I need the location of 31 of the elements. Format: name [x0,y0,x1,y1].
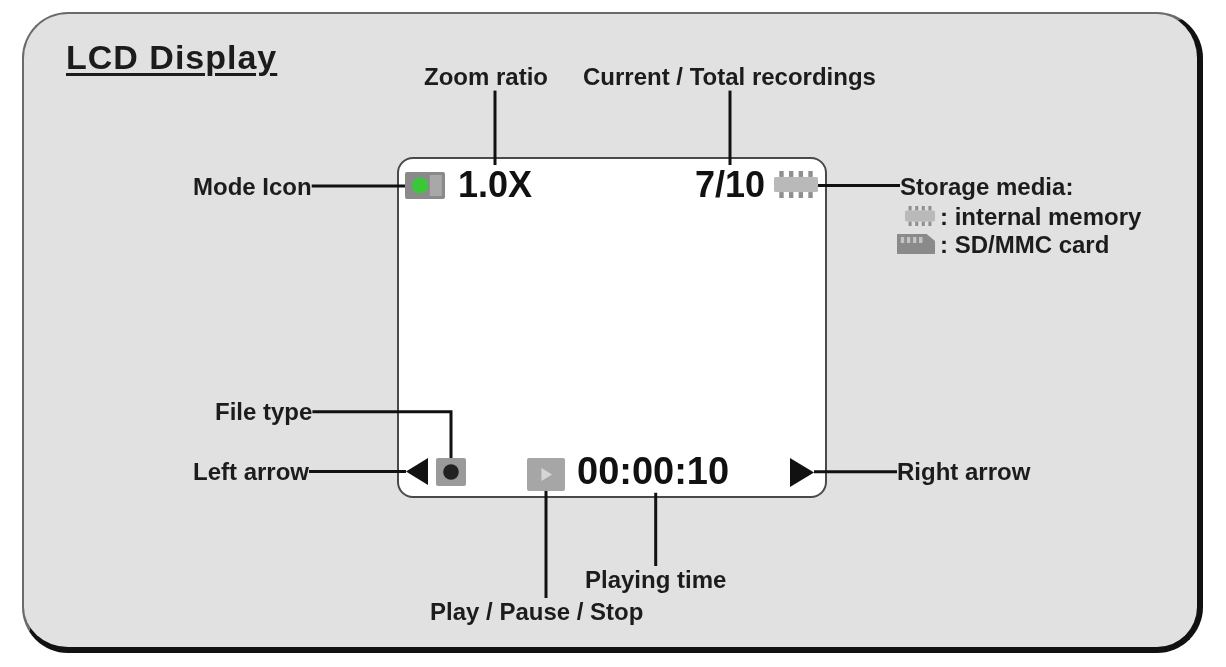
display-readout: 1.0X [458,165,533,205]
display-readout: 7/10 [695,165,766,205]
callout-label: Current / Total recordings [583,63,876,91]
indicator-icon [405,172,445,199]
callout-label: Zoom ratio [424,63,548,91]
leader-line [818,184,900,187]
leader-line [309,470,406,473]
callout-label: Play / Pause / Stop [430,598,644,626]
callout-label: Playing time [585,566,727,594]
leader-line [544,491,548,598]
leader-line [493,90,497,165]
callout-label: Storage media: [900,173,1074,201]
callout-label: Right arrow [897,458,1031,486]
leader-line [814,470,897,474]
callout-label: File type [215,398,313,426]
left-arrow-icon [406,458,428,485]
memory-chip-icon [774,171,818,198]
legend-label: : SD/MMC card [940,231,1110,259]
leader-line [312,410,453,458]
lcd-screen [397,157,827,498]
title: LCD Display [66,38,278,78]
legend-label: : internal memory [940,203,1142,231]
leader-line [654,492,658,566]
camera-icon [436,458,466,486]
display-readout: 00:00:10 [577,451,730,493]
callout-label: Mode Icon [193,173,312,201]
leader-line [728,90,732,165]
leader-line [311,184,405,188]
play-icon [527,458,565,491]
right-arrow-icon [790,458,814,487]
callout-label: Left arrow [193,458,309,486]
